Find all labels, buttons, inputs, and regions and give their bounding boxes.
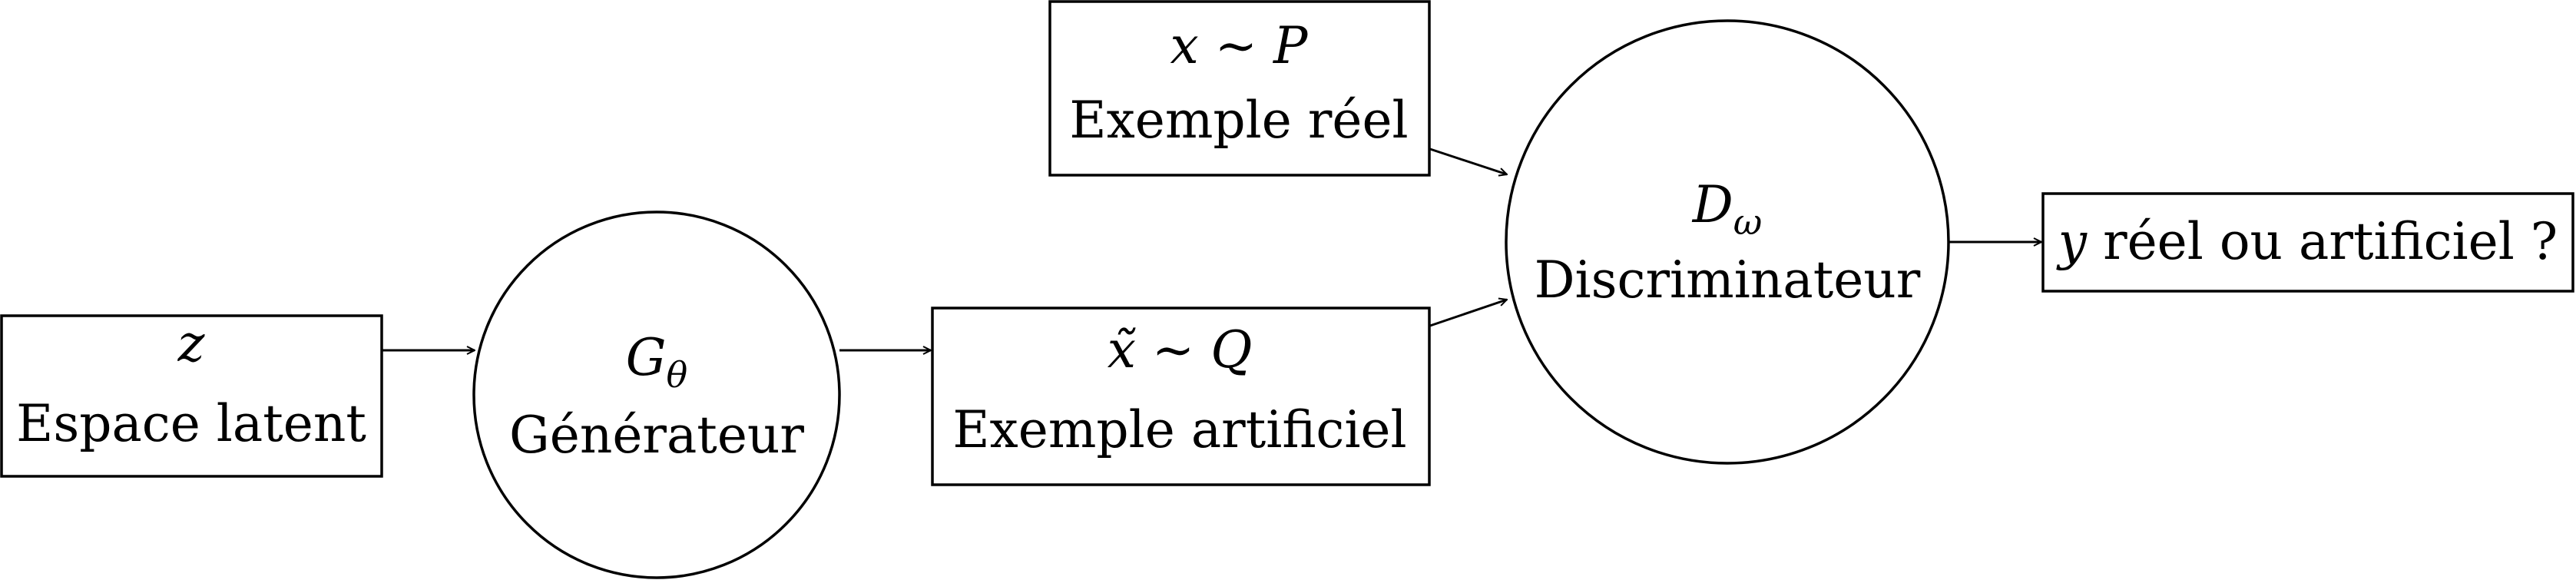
- node-fake-example: x̃ ∼ Q Exemple artificiel: [931, 307, 1431, 486]
- fake-formula: x̃ ∼ Q: [1108, 320, 1253, 379]
- generator-circle: [472, 210, 841, 579]
- node-output: y réel ou artificiel ?: [2041, 192, 2574, 293]
- edge-fake-to-discriminator: [1429, 300, 1507, 327]
- output-text: y réel ou artificiel ?: [2056, 212, 2558, 271]
- output-box: [2041, 192, 2574, 293]
- latent-box: [0, 314, 383, 478]
- node-discriminator: Dω Discriminateur: [1505, 19, 1950, 465]
- node-generator: Gθ Générateur: [472, 210, 841, 579]
- discriminator-circle: [1505, 19, 1950, 465]
- fake-box: [931, 307, 1431, 486]
- fake-label: Exemple artificiel: [952, 400, 1406, 459]
- node-real-example: x ∼ P Exemple réel: [1048, 0, 1431, 177]
- generator-symbol: Gθ: [626, 328, 687, 396]
- real-label: Exemple réel: [1069, 91, 1408, 150]
- real-formula: x ∼ P: [1170, 16, 1310, 75]
- generator-label: Générateur: [509, 406, 804, 465]
- discriminator-symbol: Dω: [1692, 175, 1762, 243]
- discriminator-label: Discriminateur: [1535, 250, 1921, 310]
- latent-symbol: z: [177, 314, 206, 373]
- edge-real-to-discriminator: [1429, 147, 1507, 174]
- real-box: [1048, 0, 1431, 177]
- latent-label: Espace latent: [16, 394, 366, 453]
- node-latent-space: z Espace latent: [0, 314, 383, 478]
